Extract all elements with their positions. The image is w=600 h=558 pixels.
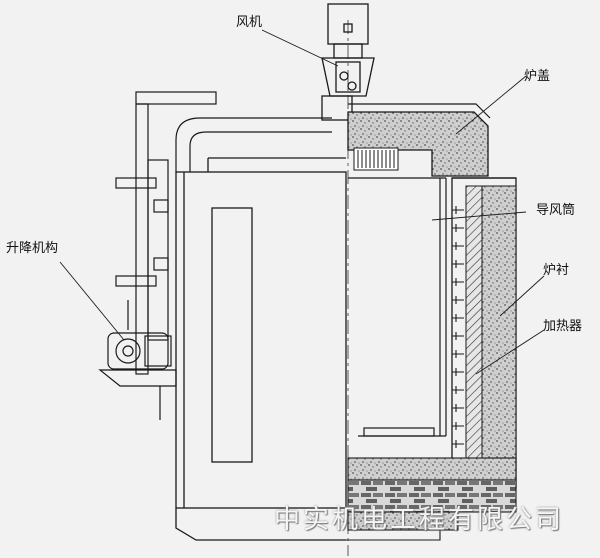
lift-mechanism-label: 升降机构 <box>6 241 59 256</box>
lift-base-plate <box>98 369 177 387</box>
lift-top-arm <box>135 91 217 105</box>
body-outer <box>175 171 347 509</box>
leader-lines <box>59 29 545 375</box>
lift-motor <box>107 332 169 370</box>
leader-heater <box>475 329 545 375</box>
hatched-wall <box>465 185 483 459</box>
lift-clamp-upper <box>115 177 157 189</box>
heater-label: 加热器 <box>543 319 583 334</box>
lining-label: 炉衬 <box>543 263 570 278</box>
guide-duct <box>348 177 447 437</box>
furnace-cover-label: 炉盖 <box>524 69 551 84</box>
lift-column-inner <box>147 159 169 341</box>
furnace-cover <box>347 103 491 177</box>
body-window <box>211 207 253 463</box>
lift-motor-flange <box>115 338 141 364</box>
watermark-company: 中实机电工程有限公司 <box>274 505 565 535</box>
heater-elements <box>452 206 464 448</box>
guide-duct-label: 导风筒 <box>536 203 576 218</box>
lining-layer <box>481 185 517 459</box>
fan-motor <box>321 3 375 121</box>
leader-lift <box>59 261 125 341</box>
furnace-body <box>175 157 347 541</box>
lift-mechanism <box>98 91 217 420</box>
body-bottom <box>175 508 346 541</box>
lift-bolt-upper <box>153 199 169 213</box>
fan-shroud <box>321 57 375 97</box>
leader-cover <box>455 75 527 135</box>
leader-lining <box>499 275 545 317</box>
air-duct <box>175 117 332 172</box>
leader-guide-duct <box>431 211 527 221</box>
lift-clamp-lower <box>115 275 157 287</box>
lift-bolt-lower <box>153 257 169 271</box>
fan-label: 风机 <box>236 15 263 30</box>
leader-fan <box>261 29 339 67</box>
furnace-hearth <box>346 457 517 541</box>
